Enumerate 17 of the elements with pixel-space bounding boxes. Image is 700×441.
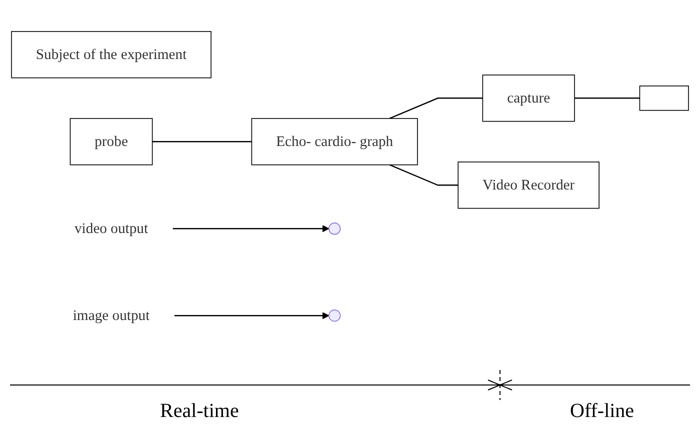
phase-label: Off-line <box>570 400 634 423</box>
connector <box>574 97 640 99</box>
diagram: Subject of the experiment probe Echo- cardio- graph capture Video Recorder video output image output <box>5 24 695 346</box>
node-box <box>251 118 418 166</box>
connector <box>389 97 483 119</box>
node-box <box>70 118 153 166</box>
connector <box>152 140 252 142</box>
node-text: image output <box>72 306 150 324</box>
node-box <box>11 30 212 78</box>
arrow <box>172 224 330 232</box>
node-box <box>458 161 600 209</box>
phase-label: Real-time <box>160 400 239 423</box>
connector <box>389 164 458 186</box>
node-text: video output <box>74 220 148 236</box>
arrow <box>174 312 330 320</box>
node-box <box>482 74 575 122</box>
node-box <box>639 85 689 111</box>
